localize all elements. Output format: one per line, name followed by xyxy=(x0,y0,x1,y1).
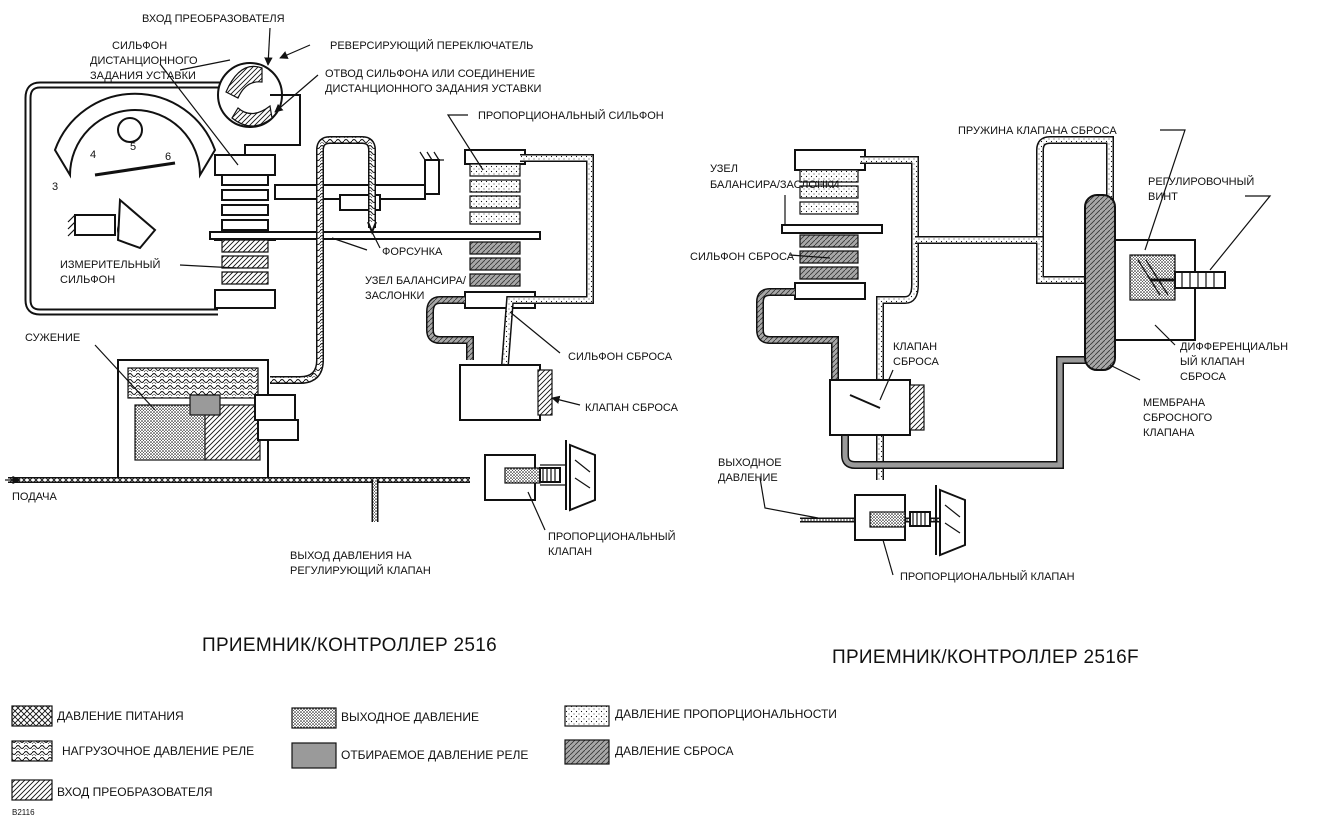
legend-item-transducer-input: ВХОД ПРЕОБРАЗОВАТЕЛЯ xyxy=(11,779,213,801)
label-adjusting-screw-line1: РЕГУЛИРОВОЧНЫЙ xyxy=(1148,175,1254,188)
label-beam-flapper-f-line2: БАЛАНСИРА/ЗАСЛОНКИ xyxy=(710,179,839,191)
legend: ДАВЛЕНИЕ ПИТАНИЯ НАГРУЗОЧНОЕ ДАВЛЕНИЕ РЕ… xyxy=(11,705,837,801)
svg-text:ДАВЛЕНИЕ ПРОПОРЦИОНАЛЬНОСТИ: ДАВЛЕНИЕ ПРОПОРЦИОНАЛЬНОСТИ xyxy=(615,707,837,721)
label-output-pressure-line1: ВЫХОДНОЕ xyxy=(718,457,782,469)
label-remote-setpoint-bellows-line2: ДИСТАНЦИОННОГО xyxy=(90,55,198,67)
svg-text:ОТБИРАЕМОЕ ДАВЛЕНИЕ РЕЛЕ: ОТБИРАЕМОЕ ДАВЛЕНИЕ РЕЛЕ xyxy=(341,748,528,762)
label-restriction: СУЖЕНИЕ xyxy=(25,332,80,344)
legend-item-relay-loading-pressure: НАГРУЗОЧНОЕ ДАВЛЕНИЕ РЕЛЕ xyxy=(11,740,254,762)
scale-mark-6: 6 xyxy=(165,151,171,163)
reset-valve-2516f xyxy=(829,379,911,436)
label-reset-valve-spring: ПРУЖИНА КЛАПАНА СБРОСА xyxy=(958,125,1117,137)
label-adjusting-screw-line2: ВИНТ xyxy=(1148,191,1178,203)
labels-2516: ВХОД ПРЕОБРАЗОВАТЕЛЯ СИЛЬФОН ДИСТАНЦИОНН… xyxy=(12,13,679,577)
label-bellows-tap-line1: ОТВОД СИЛЬФОНА ИЛИ СОЕДИНЕНИЕ xyxy=(325,68,535,80)
label-diff-relief-line1: ДИФФЕРЕНЦИАЛЬН xyxy=(1180,341,1288,353)
legend-item-proportional-pressure: ДАВЛЕНИЕ ПРОПОРЦИОНАЛЬНОСТИ xyxy=(564,705,837,727)
callouts-2516f xyxy=(759,129,1272,576)
reset-valve-2516 xyxy=(459,364,541,421)
label-transducer-input: ВХОД ПРЕОБРАЗОВАТЕЛЯ xyxy=(142,13,285,25)
label-reversing-switch: РЕВЕРСИРУЮЩИЙ ПЕРЕКЛЮЧАТЕЛЬ xyxy=(330,39,533,52)
title-2516: ПРИЕМНИК/КОНТРОЛЛЕР 2516 xyxy=(202,635,497,656)
label-diff-relief-line2: ЫЙ КЛАПАН xyxy=(1180,355,1245,368)
label-measuring-bellows-line2: СИЛЬФОН xyxy=(60,274,115,286)
label-relief-diaphragm-line1: МЕМБРАНА xyxy=(1143,397,1206,409)
label-beam-flapper-line1: УЗЕЛ БАЛАНСИРА/ xyxy=(365,275,467,287)
label-reset-valve-f-line2: СБРОСА xyxy=(893,356,940,368)
diff-relief-valve xyxy=(1084,194,1116,371)
diagram-2516: 3 4 5 6 xyxy=(5,62,596,522)
scale-mark-3: 3 xyxy=(52,181,58,193)
label-output-pressure-line2: ДАВЛЕНИЕ xyxy=(718,472,778,484)
callouts-2516 xyxy=(94,27,581,531)
label-relief-diaphragm-line3: КЛАПАНА xyxy=(1143,427,1195,439)
scale-mark-5: 5 xyxy=(130,141,136,153)
label-remote-setpoint-bellows-line3: ЗАДАНИЯ УСТАВКИ xyxy=(90,70,196,82)
label-reset-valve: КЛАПАН СБРОСА xyxy=(585,402,679,414)
legend-item-relay-bleed-pressure: ОТБИРАЕМОЕ ДАВЛЕНИЕ РЕЛЕ xyxy=(291,742,528,769)
scale-mark-4: 4 xyxy=(90,149,96,161)
svg-text:ВЫХОДНОЕ ДАВЛЕНИЕ: ВЫХОДНОЕ ДАВЛЕНИЕ xyxy=(341,710,479,724)
label-measuring-bellows-line1: ИЗМЕРИТЕЛЬНЫЙ xyxy=(60,258,160,271)
svg-text:НАГРУЗОЧНОЕ ДАВЛЕНИЕ РЕЛЕ: НАГРУЗОЧНОЕ ДАВЛЕНИЕ РЕЛЕ xyxy=(62,744,254,758)
scale-gauge xyxy=(53,92,217,179)
svg-text:ВХОД ПРЕОБРАЗОВАТЕЛЯ: ВХОД ПРЕОБРАЗОВАТЕЛЯ xyxy=(57,785,213,799)
legend-item-output-pressure: ВЫХОДНОЕ ДАВЛЕНИЕ xyxy=(291,707,479,729)
label-proportional-valve-line1: ПРОПОРЦИОНАЛЬНЫЙ xyxy=(548,530,676,543)
label-reset-bellows-f: СИЛЬФОН СБРОСА xyxy=(690,251,795,263)
label-supply: ПОДАЧА xyxy=(12,491,57,503)
label-beam-flapper-line2: ЗАСЛОНКИ xyxy=(365,290,424,302)
svg-text:ДАВЛЕНИЕ ПИТАНИЯ: ДАВЛЕНИЕ ПИТАНИЯ xyxy=(57,709,184,723)
diagram-2516f xyxy=(756,136,1226,557)
svg-text:ДАВЛЕНИЕ СБРОСА: ДАВЛЕНИЕ СБРОСА xyxy=(615,744,734,758)
labels-2516f: ПРУЖИНА КЛАПАНА СБРОСА УЗЕЛ БАЛАНСИРА/ЗА… xyxy=(690,125,1288,583)
label-proportional-valve-f: ПРОПОРЦИОНАЛЬНЫЙ КЛАПАН xyxy=(900,570,1075,583)
label-reset-bellows: СИЛЬФОН СБРОСА xyxy=(568,351,673,363)
legend-item-supply-pressure: ДАВЛЕНИЕ ПИТАНИЯ xyxy=(11,705,184,727)
label-output-line1: ВЫХОД ДАВЛЕНИЯ НА xyxy=(290,550,412,562)
figure-code: B2116 xyxy=(12,808,35,817)
label-output-line2: РЕГУЛИРУЮЩИЙ КЛАПАН xyxy=(290,564,431,577)
label-reset-valve-f-line1: КЛАПАН xyxy=(893,341,937,353)
title-2516f: ПРИЕМНИК/КОНТРОЛЛЕР 2516F xyxy=(832,647,1139,668)
label-proportional-bellows: ПРОПОРЦИОНАЛЬНЫЙ СИЛЬФОН xyxy=(478,109,664,122)
legend-item-reset-pressure: ДАВЛЕНИЕ СБРОСА xyxy=(564,739,734,765)
label-bellows-tap-line2: ДИСТАНЦИОННОГО ЗАДАНИЯ УСТАВКИ xyxy=(325,83,541,95)
label-nozzle: ФОРСУНКА xyxy=(382,246,443,258)
label-beam-flapper-f-line1: УЗЕЛ xyxy=(710,163,738,175)
label-remote-setpoint-bellows-line1: СИЛЬФОН xyxy=(112,40,167,52)
label-diff-relief-line3: СБРОСА xyxy=(1180,371,1227,383)
label-relief-diaphragm-line2: СБРОСНОГО xyxy=(1143,412,1213,424)
label-proportional-valve-line2: КЛАПАН xyxy=(548,546,592,558)
beam-flapper-2516f xyxy=(781,224,883,234)
